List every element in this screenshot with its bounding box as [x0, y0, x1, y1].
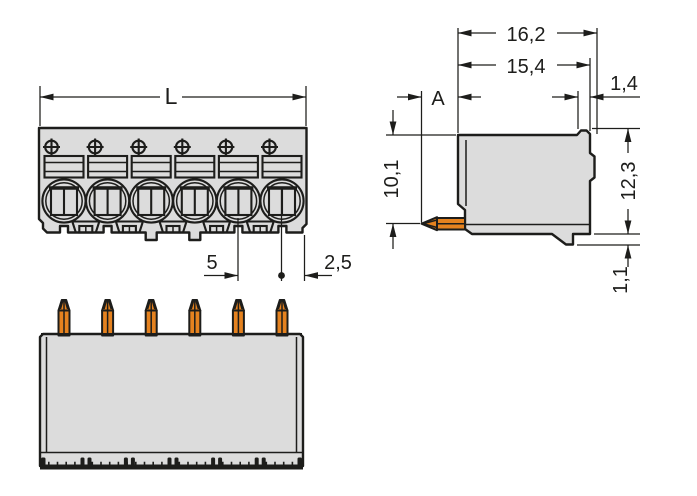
dim-label-foot-height: 1,1 — [610, 266, 632, 294]
dim-label-housing-depth: 15,4 — [507, 56, 546, 78]
front-view-dimensions: L 5 2,5 — [39, 83, 352, 281]
solder-pin — [57, 299, 71, 337]
dim-arrow — [389, 121, 397, 135]
dim-arrow — [40, 93, 54, 101]
dim-dot — [278, 272, 285, 279]
dim-arrow — [624, 245, 632, 259]
mounting-feet — [41, 457, 302, 468]
dim-arrow — [458, 61, 472, 69]
front-housing-outline — [37, 126, 308, 242]
dim-arrow — [564, 93, 578, 101]
solder-pin — [144, 299, 158, 337]
solder-pin — [101, 299, 115, 337]
solder-pin — [275, 299, 289, 337]
dim-arrow — [624, 220, 632, 234]
dim-arrow — [583, 29, 597, 37]
dim-label-length: L — [165, 83, 178, 109]
dim-label-offset: 2,5 — [324, 252, 352, 274]
dim-label-total-depth: 16,2 — [507, 24, 546, 46]
dim-label-collar: 1,4 — [610, 73, 638, 95]
bottom-housing-outline — [38, 332, 305, 468]
solder-pin — [188, 299, 202, 337]
dim-arrow — [624, 128, 632, 142]
front-view — [37, 126, 308, 242]
side-view — [420, 129, 596, 246]
side-view-dimensions: 16,2 15,4 A 1,4 10,1 12,3 1,1 — [381, 24, 640, 294]
dim-label-pin-axis-height: 10,1 — [381, 160, 403, 199]
solder-pin — [231, 299, 245, 337]
dim-arrow — [458, 29, 472, 37]
dim-arrow — [576, 61, 590, 69]
dim-arrow — [458, 93, 472, 101]
dim-arrow — [224, 272, 238, 279]
dim-arrow — [292, 93, 306, 101]
side-housing-outline — [456, 129, 596, 246]
dim-arrow — [389, 223, 397, 237]
dim-label-pin-projection: A — [431, 88, 445, 110]
dim-arrow — [304, 272, 318, 279]
bottom-view — [38, 299, 305, 470]
dim-label-overall-height: 12,3 — [618, 162, 640, 201]
dim-arrow — [408, 93, 422, 101]
dim-label-pitch: 5 — [206, 252, 217, 274]
